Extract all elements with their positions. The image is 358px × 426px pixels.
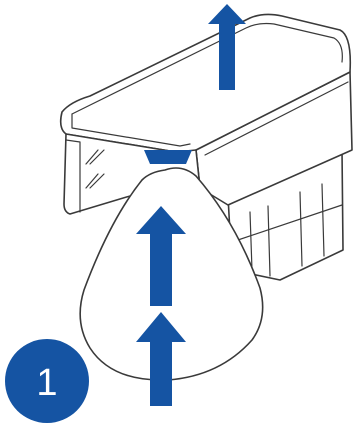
device-seam-highlight bbox=[144, 150, 192, 164]
up-arrow-icon bbox=[136, 312, 186, 406]
device-front-bevel bbox=[65, 139, 81, 213]
device-lower-rib-3 bbox=[299, 191, 303, 267]
device-top-rim bbox=[71, 22, 343, 115]
device-front-vent-3 bbox=[89, 149, 105, 165]
pry-tool-icon bbox=[79, 167, 264, 406]
step-number: 1 bbox=[36, 362, 57, 404]
device-top-rim-front bbox=[71, 113, 191, 147]
step-badge-circle bbox=[5, 339, 89, 423]
device-lower-rib-4 bbox=[321, 183, 325, 257]
up-arrow-icon bbox=[208, 4, 246, 90]
device-right-face-inner bbox=[204, 81, 349, 156]
up-arrow-icon bbox=[136, 206, 186, 306]
device-lower-rib-2 bbox=[267, 205, 271, 277]
device-lower-edge bbox=[231, 204, 343, 243]
device-front-vent-1 bbox=[85, 149, 99, 165]
step-badge: 1 bbox=[5, 339, 89, 423]
device-front-vent-4 bbox=[89, 173, 105, 189]
device-front-vent-2 bbox=[85, 173, 99, 189]
device-lower-rib-1 bbox=[249, 211, 253, 271]
obd-device-icon bbox=[59, 13, 353, 281]
